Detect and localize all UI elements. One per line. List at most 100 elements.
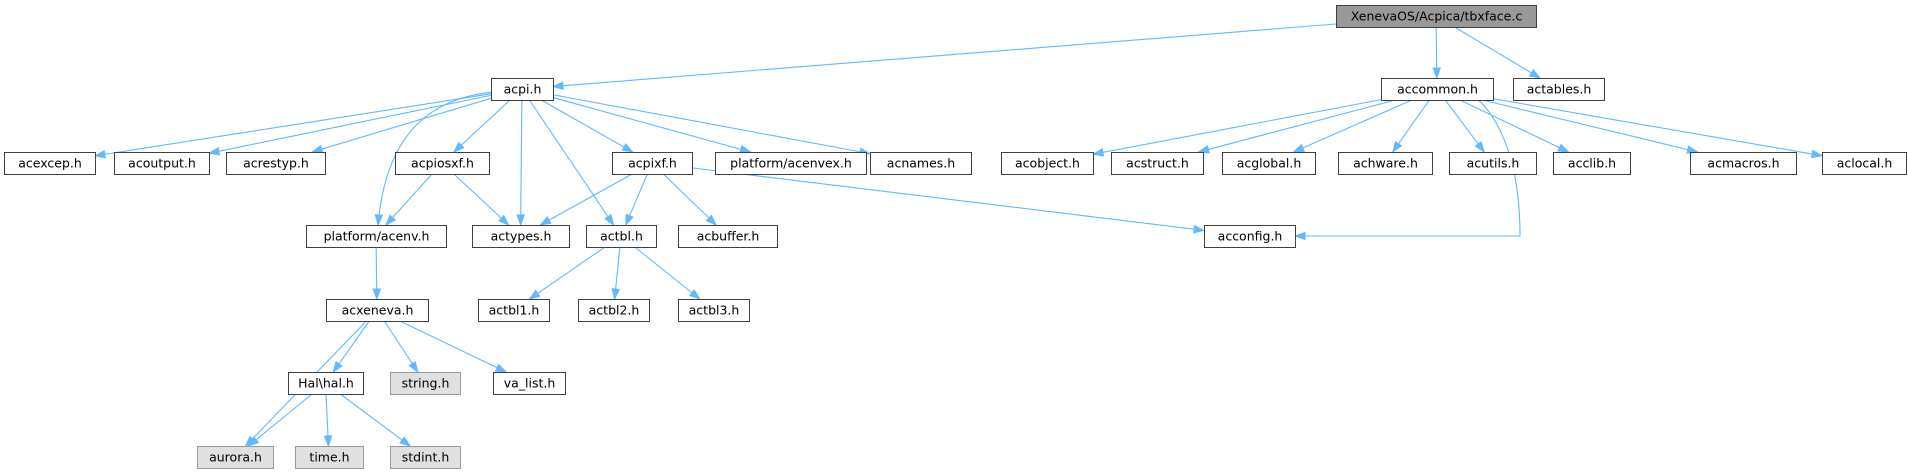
node-box (612, 152, 693, 175)
node-acoutput[interactable]: acoutput.h (114, 152, 210, 175)
node-root[interactable]: XenevaOS/Acpica/tbxface.c (1336, 5, 1537, 28)
node-label: acrestyp.h (243, 156, 309, 171)
edge-arrowhead (1474, 141, 1486, 154)
edge-line (399, 320, 499, 369)
node-actbl2[interactable]: actbl2.h (578, 299, 650, 322)
node-label: platform/acenv.h (324, 229, 430, 244)
node-label: achware.h (1353, 156, 1418, 171)
node-acclib[interactable]: acclib.h (1553, 152, 1631, 175)
edge-arrowhead (1193, 224, 1206, 234)
edge-root-to-actables (1454, 26, 1542, 79)
edge-line (552, 97, 743, 151)
edge-line (377, 91, 492, 226)
node-acnames[interactable]: acnames.h (870, 152, 972, 175)
node-acconfig[interactable]: acconfig.h (1204, 225, 1296, 248)
node-acrestyp[interactable]: acrestyp.h (226, 152, 326, 175)
node-label: aurora.h (209, 450, 262, 465)
edge-accommon-to-achware (1391, 99, 1430, 154)
node-box (678, 299, 750, 322)
edge-acpiosxf-to-acenv (384, 173, 433, 227)
edge-root-to-accommon (1432, 26, 1442, 80)
edge-arrowhead (1293, 231, 1306, 241)
node-box (114, 152, 210, 175)
edge-arrowhead (611, 288, 620, 301)
edge-acpixf-to-acconfig (691, 167, 1206, 234)
edge-line (662, 173, 711, 220)
edge-arrowhead (1391, 140, 1403, 154)
node-box (197, 446, 274, 469)
node-acexcep[interactable]: acexcep.h (4, 152, 96, 175)
edge-arrowhead (408, 360, 419, 374)
node-achware[interactable]: achware.h (1338, 152, 1433, 175)
edge-arrowhead (516, 214, 526, 227)
node-label: actbl3.h (689, 303, 740, 318)
edge-arrowhead (1557, 143, 1570, 153)
node-label: acnames.h (887, 156, 955, 171)
edge-line (103, 93, 492, 156)
edge-acpi-to-acpiosxf (452, 99, 511, 154)
node-box (1111, 152, 1204, 175)
node-acenv[interactable]: platform/acenv.h (306, 225, 447, 248)
edge-line (255, 393, 313, 441)
node-actbl3[interactable]: actbl3.h (678, 299, 750, 322)
edge-line (1444, 99, 1480, 146)
node-box (478, 299, 550, 322)
node-accommon[interactable]: accommon.h (1381, 78, 1494, 101)
node-acbuffer[interactable]: acbuffer.h (678, 225, 778, 248)
node-valist[interactable]: va_list.h (493, 372, 566, 395)
edge-accommon-to-acobject (1091, 99, 1382, 157)
edge-line (1482, 99, 1689, 151)
node-halh[interactable]: Hal\hal.h (288, 372, 364, 395)
node-actbl[interactable]: actbl.h (586, 225, 657, 248)
node-box (491, 78, 554, 101)
node-label: acpi.h (504, 82, 542, 97)
node-label: time.h (309, 450, 349, 465)
node-label: acmacros.h (1707, 156, 1779, 171)
edge-line (520, 99, 523, 217)
node-actbl1[interactable]: actbl1.h (478, 299, 550, 322)
node-acxeneva[interactable]: acxeneva.h (326, 299, 429, 322)
edge-acxeneva-to-string (383, 320, 419, 374)
edge-line (453, 173, 503, 220)
node-acobject[interactable]: acobject.h (1001, 152, 1094, 175)
edge-line (325, 393, 329, 438)
node-acutils[interactable]: acutils.h (1449, 152, 1537, 175)
edge-line (1304, 99, 1521, 237)
node-acpi[interactable]: acpi.h (491, 78, 554, 101)
node-box (1001, 152, 1094, 175)
edge-line (614, 246, 621, 291)
edge-accommon-to-acutils (1444, 99, 1486, 154)
node-actypes[interactable]: actypes.h (472, 225, 570, 248)
edge-arrowhead (498, 214, 510, 227)
node-acmacros[interactable]: acmacros.h (1690, 152, 1797, 175)
edge-accommon-to-acclib (1459, 99, 1570, 153)
node-box (578, 299, 650, 322)
edge-line (339, 393, 404, 442)
node-acglobal[interactable]: acglobal.h (1222, 152, 1316, 175)
edge-arrowhead (247, 436, 260, 447)
edge-arrowhead (625, 213, 634, 227)
edge-arrowhead (399, 436, 412, 447)
node-box (1822, 152, 1907, 175)
node-acenvex[interactable]: platform/acenvex.h (715, 152, 867, 175)
node-box (390, 372, 461, 395)
node-box (586, 225, 657, 248)
edge-arrowhead (494, 363, 508, 373)
edge-arrowhead (688, 289, 701, 300)
edge-arrowhead (705, 214, 718, 227)
edge-line (528, 99, 610, 218)
edge-acpixf-to-actbl (625, 173, 648, 227)
node-box (1449, 152, 1537, 175)
node-label: string.h (402, 376, 450, 391)
edge-acpi-to-acexcep (93, 93, 492, 159)
node-acpiosxf[interactable]: acpiosxf.h (395, 152, 490, 175)
node-aclocal[interactable]: aclocal.h (1822, 152, 1907, 175)
edge-halh-to-time (323, 393, 333, 448)
node-acpixf[interactable]: acpixf.h (612, 152, 693, 175)
node-acstruct[interactable]: acstruct.h (1111, 152, 1204, 175)
node-actables[interactable]: actables.h (1513, 78, 1605, 101)
edge-arrowhead (93, 149, 107, 159)
edge-accommon-to-acglobal (1292, 99, 1413, 153)
edges-layer (93, 23, 1824, 448)
